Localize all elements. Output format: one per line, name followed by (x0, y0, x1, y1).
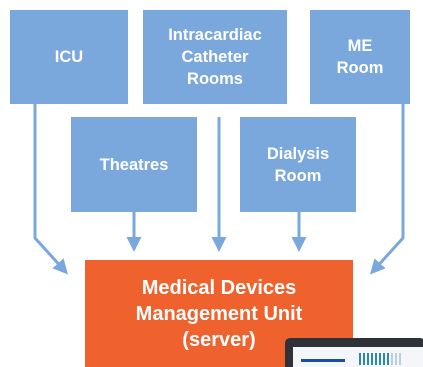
arrow-icu (33, 104, 69, 275)
device-screen (293, 347, 423, 367)
monitor-device-image (285, 338, 423, 367)
box-me-room: ME Room (310, 10, 410, 104)
device-meter-bars (359, 353, 414, 367)
box-catheter-rooms: Intracardiac Catheter Rooms (143, 10, 287, 104)
box-server: Medical Devices Management Unit (server) (85, 260, 353, 367)
box-dialysis-room: Dialysis Room (240, 117, 356, 212)
box-theatres: Theatres (71, 117, 197, 212)
icu-label: ICU (54, 48, 84, 66)
me-room-label: ME Room (336, 37, 384, 77)
catheter-label: Intracardiac Catheter Rooms (168, 26, 262, 88)
box-icu: ICU (10, 10, 128, 104)
theatres-label: Theatres (99, 155, 169, 174)
server-label: Medical Devices Management Unit (server) (135, 276, 303, 351)
device-panel-bar (301, 359, 345, 362)
arrow-me (369, 104, 405, 275)
dialysis-label: Dialysis Room (266, 144, 330, 185)
